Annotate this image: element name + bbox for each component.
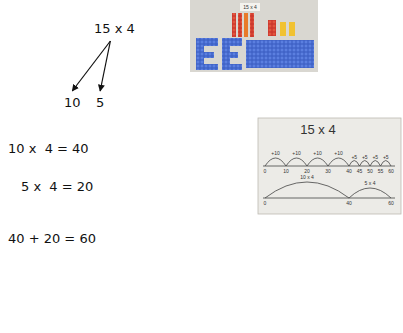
- partition-number: 5: [94, 94, 106, 112]
- equation-text: 10 x 4 = 40: [8, 141, 89, 157]
- photo-annotation: 5 x 4: [365, 180, 376, 186]
- photo-annotation: 50: [367, 168, 373, 174]
- photo-annotation: 40: [346, 168, 352, 174]
- photo-annotation: +10: [292, 150, 300, 156]
- photo-annotation: +5: [383, 154, 389, 160]
- node-text: 5: [96, 95, 104, 111]
- photo-annotation: +10: [313, 150, 321, 156]
- photo-annotation: 10 x 4: [300, 174, 314, 180]
- photo-annotation: 0: [264, 200, 267, 206]
- blocks-photo: [190, 0, 318, 72]
- partition-number: 10: [62, 94, 83, 112]
- equation-text: 5 x 4 = 20: [21, 179, 93, 195]
- photo-annotation: +10: [334, 150, 342, 156]
- photo-annotation: 15 x 4: [243, 4, 257, 10]
- node-text: 10: [64, 95, 81, 111]
- photo-annotation: 60: [388, 200, 394, 206]
- photo-annotation: +5: [362, 154, 368, 160]
- photo-annotation: 55: [378, 168, 384, 174]
- photo-annotation: +5: [351, 154, 357, 160]
- photo-annotation: 20: [304, 168, 310, 174]
- photo-annotation: 10: [283, 168, 289, 174]
- split-arrow: [100, 41, 110, 91]
- photo-annotation: 45: [357, 168, 363, 174]
- photo-annotation: 40: [346, 200, 352, 206]
- node-text: 15 x 4: [94, 21, 135, 37]
- photo-annotation: 30: [325, 168, 331, 174]
- photo-annotation: 60: [388, 168, 394, 174]
- split-arrow: [72, 41, 110, 91]
- photo-annotation: 0: [264, 168, 267, 174]
- photo-annotation: +10: [271, 150, 279, 156]
- problem-text: 15 x 4: [92, 20, 137, 38]
- photo-annotation: 15 x 4: [300, 122, 335, 138]
- equation-text: 40 + 20 = 60: [8, 231, 96, 247]
- photo-annotation: +5: [372, 154, 378, 160]
- number-line-photo: [258, 118, 401, 214]
